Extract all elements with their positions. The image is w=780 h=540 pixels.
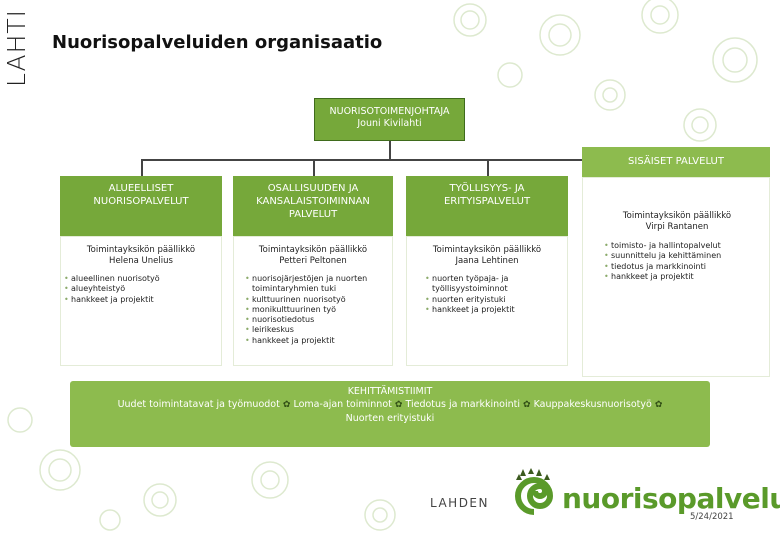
- lahti-logo-text: LAHTI: [2, 8, 31, 88]
- unit-label-line: TYÖLLISYYS- JA: [449, 183, 525, 194]
- duty-item: alueyhteistyö: [64, 284, 160, 294]
- unit-label-line: KANSALAISTOIMINNAN: [256, 196, 370, 207]
- connector-unit-2: [313, 159, 315, 176]
- unit-person-title: Toimintayksikön päällikkö: [86, 245, 196, 255]
- unit-person-employment: Toimintayksikön päällikkö Jaana Lehtinen: [408, 245, 566, 267]
- lahti-logo: LAHTI: [0, 0, 32, 98]
- director-name: Jouni Kivilahti: [357, 118, 422, 129]
- duty-item: toimintaryhmien tuki: [252, 284, 337, 294]
- unit-person-name: Jaana Lehtinen: [455, 256, 519, 266]
- duty-item: alueellinen nuorisotyö: [64, 274, 160, 284]
- unit-header-participation: OSALLISUUDEN JA KANSALAISTOIMINNAN PALVE…: [233, 176, 393, 236]
- unit-label-line: PALVELUT: [288, 209, 338, 220]
- duty-item: hankkeet ja projektit: [64, 295, 160, 305]
- duty-item: nuorisojärjestöjen ja nuorten: [245, 274, 367, 284]
- duty-item: nuorten työpaja- ja: [425, 274, 515, 284]
- duty-item: toimisto- ja hallintopalvelut: [604, 241, 721, 251]
- duty-item: hankkeet ja projektit: [245, 336, 367, 346]
- page-title: Nuorisopalveluiden organisaatio: [52, 32, 383, 53]
- internal-person-name: Virpi Rantanen: [645, 222, 709, 232]
- unit-person-title: Toimintayksikön päällikkö: [258, 245, 368, 255]
- flower-icon: ✿: [654, 400, 663, 410]
- director-box: NUORISOTOIMENJOHTAJA Jouni Kivilahti: [314, 98, 465, 141]
- connector-horizontal: [141, 159, 676, 161]
- duty-item: leirikeskus: [245, 325, 367, 335]
- duty-item: nuorten erityistuki: [425, 295, 515, 305]
- duty-item: hankkeet ja projektit: [425, 305, 515, 315]
- unit-duties-employment: nuorten työpaja- ja työllisyystoiminnot …: [425, 274, 515, 315]
- unit-header-employment: TYÖLLISYYS- JA ERITYISPALVELUT: [406, 176, 568, 236]
- unit-label-line: ALUEELLISET: [108, 183, 174, 194]
- unit-person-name: Helena Unelius: [109, 256, 173, 266]
- duty-item: suunnittelu ja kehittäminen: [604, 251, 721, 261]
- brand-name: nuorisopalvelut: [562, 482, 780, 515]
- unit-person-name: Petteri Peltonen: [279, 256, 347, 266]
- unit-duties-participation: nuorisojärjestöjen ja nuorten toimintary…: [245, 274, 367, 346]
- director-role: NUORISOTOIMENJOHTAJA: [329, 106, 450, 117]
- team-item: Uudet toimintatavat ja työmuodot: [117, 399, 280, 410]
- unit-label-line: NUORISOPALVELUT: [93, 196, 189, 207]
- duty-item: monikulttuurinen työ: [245, 305, 367, 315]
- duty-item: nuorisotiedotus: [245, 315, 367, 325]
- internal-services-header: SISÄISET PALVELUT: [582, 147, 770, 177]
- development-teams-box: KEHITTÄMISTIIMIT Uudet toimintatavat ja …: [70, 381, 710, 447]
- duty-item: kulttuurinen nuorisotyö: [245, 295, 367, 305]
- duty-item: hankkeet ja projektit: [604, 272, 721, 282]
- internal-services-label: SISÄISET PALVELUT: [628, 156, 724, 167]
- duty-item: tiedotus ja markkinointi: [604, 262, 721, 272]
- brand-logo: LAHDEN nuorisopalvelut: [430, 468, 780, 520]
- unit-duties-regional: alueellinen nuorisotyö alueyhteistyö han…: [64, 274, 160, 305]
- flower-icon: ✿: [282, 400, 291, 410]
- connector-director-down: [389, 140, 391, 160]
- unit-header-regional: ALUEELLISET NUORISOPALVELUT: [60, 176, 222, 236]
- connector-unit-3: [487, 159, 489, 176]
- team-item: Loma-ajan toiminnot: [293, 399, 392, 410]
- brand-swirl-icon: [515, 468, 554, 515]
- flower-icon: ✿: [394, 400, 403, 410]
- brand-prefix: LAHDEN: [430, 496, 489, 510]
- connector-unit-1: [141, 159, 143, 176]
- internal-person-title: Toimintayksikön päällikkö: [622, 211, 732, 221]
- development-heading: KEHITTÄMISTIIMIT: [347, 386, 433, 397]
- unit-label-line: OSALLISUUDEN JA: [267, 183, 359, 194]
- development-teams-row: Uudet toimintatavat ja työmuodot ✿ Loma-…: [70, 398, 710, 412]
- slide-date: 5/24/2021: [690, 512, 734, 522]
- team-item: Kauppakeskusnuorisotyö: [533, 399, 652, 410]
- internal-person: Toimintayksikön päällikkö Virpi Rantanen: [592, 211, 762, 233]
- flower-icon: ✿: [523, 400, 531, 410]
- unit-person-title: Toimintayksikön päällikkö: [432, 245, 542, 255]
- duty-item: työllisyystoiminnot: [432, 284, 508, 294]
- unit-person-regional: Toimintayksikön päällikkö Helena Unelius: [62, 245, 220, 267]
- team-item: Nuorten erityistuki: [345, 413, 435, 424]
- internal-duties: toimisto- ja hallintopalvelut suunnittel…: [604, 241, 721, 282]
- unit-person-participation: Toimintayksikön päällikkö Petteri Pelton…: [235, 245, 391, 267]
- unit-label-line: ERITYISPALVELUT: [443, 196, 531, 207]
- team-item: Tiedotus ja markkinointi: [405, 399, 520, 410]
